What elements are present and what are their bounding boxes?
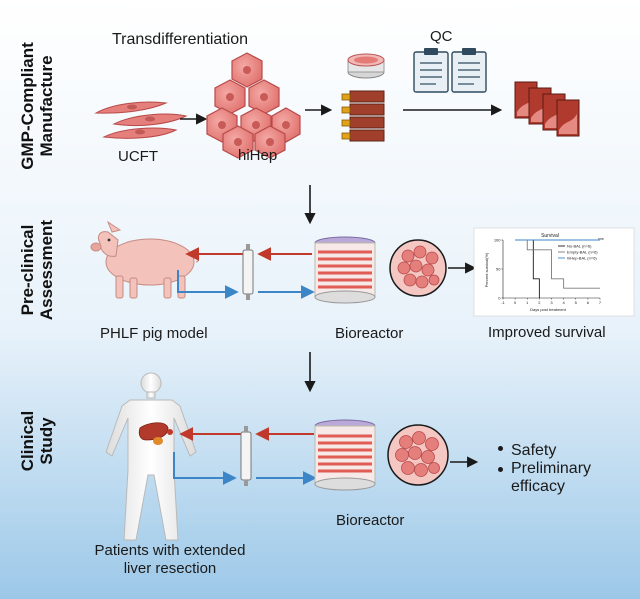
legend-label-1: Empty-BAL (n=6) [567,250,598,255]
culture-flasks-icon [341,90,385,142]
liver-icon [138,422,173,445]
section-title-manufacture-line2: Manufacture [37,55,56,157]
ucft-cells-icon [94,101,188,139]
chart-background [473,227,635,317]
pig-icon [90,220,200,299]
qc-clipboard-icon [413,48,487,93]
section-title-preclinical-line1: Pre-clinical [18,224,37,316]
chart-title: Survival [541,233,559,239]
section-title-preclinical: Pre-clinical Assessment [18,210,56,330]
outcome-efficacy: Preliminary efficacy [498,460,618,496]
label-transdifferentiation: Transdifferentiation [112,31,249,48]
blue-line-patient-to-pump [173,452,237,485]
label-pig-model: PHLF pig model [100,325,208,342]
label-patients-line2: liver resection [123,560,217,577]
x-tick-label: -1 [501,300,505,305]
y-tick-label: 100 [494,238,501,243]
chart-ylabel: Percent survival(%) [484,252,489,287]
series-line-1 [515,239,600,289]
bullet-icon [498,467,503,472]
outcome-safety-text: Safety [511,442,557,459]
chart-significance: *** [598,238,604,244]
legend-label-0: No-BAL (n=6) [567,244,592,249]
bioreactor-icon-preclinical [314,236,376,304]
section-title-manufacture-line1: GMP-Compliant [18,42,37,170]
x-tick-label: 7 [599,300,602,305]
label-improved-survival: Improved survival [488,324,606,341]
petri-dish-icon [347,53,385,79]
section-title-clinical-line2: Study [37,417,56,465]
label-bioreactor-clinical: Bioreactor [336,512,405,529]
label-ucft: UCFT [118,148,158,165]
label-qc: QC [430,28,453,45]
x-tick-label: 1 [526,300,529,305]
outcome-safety: Safety [498,442,556,460]
section-title-manufacture: GMP-Compliant Manufacture [18,26,56,186]
legend-label-2: hiHep-BAL (n=6) [567,256,597,261]
bullet-icon [498,446,503,452]
cell-zoom-icon-preclinical [389,239,447,297]
x-tick-label: 5 [575,300,578,305]
chart-xlabel: Days post treatment [530,307,567,312]
cell-zoom-icon-clinical [387,424,449,486]
survival-chart: Survival *** Percent survival(%) Days po… [473,227,635,317]
syringe-pump-icon-clinical [240,426,252,486]
label-patients: Patients with extended liver resection [82,542,258,578]
x-tick-label: 0 [514,300,517,305]
label-patients-line1: Patients with extended [94,542,246,559]
hihep-nuclei [218,66,290,146]
x-tick-label: 3 [550,300,553,305]
x-tick-label: 4 [563,300,566,305]
cell-product-bags-icon [514,81,580,137]
section-title-clinical-line1: Clinical [18,410,37,472]
label-hihep: hiHep [238,147,278,164]
patient-body-icon [105,372,197,541]
outcome-efficacy-text: Preliminary efficacy [511,460,592,495]
blue-line-pig-to-pump [177,270,239,299]
bioreactor-icon-clinical [314,419,376,491]
syringe-pump-icon-preclinical [242,244,254,300]
y-tick-label: 0 [498,296,501,301]
y-tick-label: 50 [496,267,501,272]
label-bioreactor-preclinical: Bioreactor [335,325,404,342]
section-title-clinical: Clinical Study [18,396,56,486]
x-tick-label: 2 [538,300,541,305]
x-tick-label: 6 [587,300,590,305]
section-title-preclinical-line2: Assessment [37,219,56,321]
